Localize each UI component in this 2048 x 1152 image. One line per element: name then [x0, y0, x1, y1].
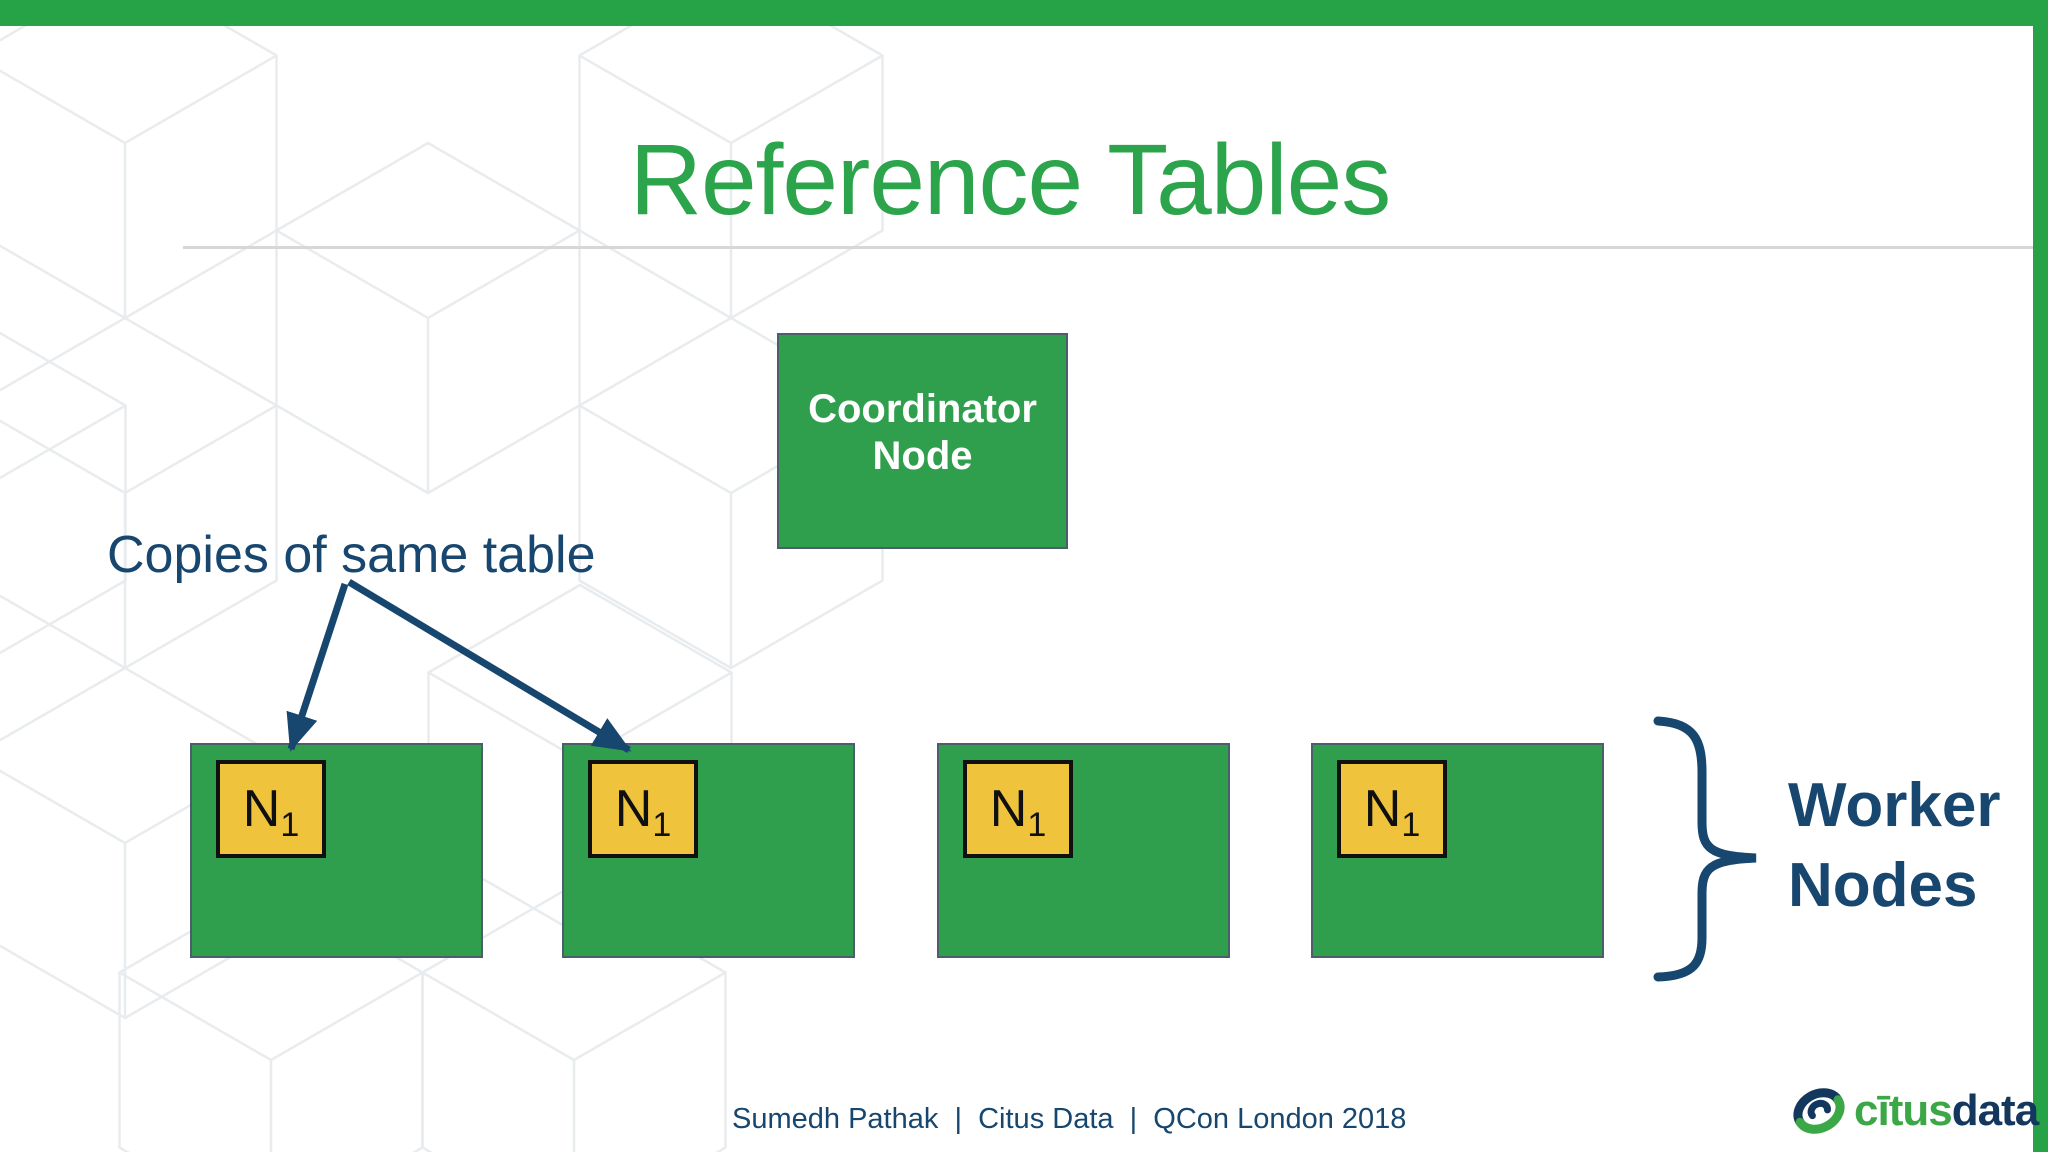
- citusdata-logo: cītusdata: [1790, 1082, 2039, 1140]
- worker-nodes-label-line2: Nodes: [1788, 851, 1978, 920]
- coordinator-label-line1: Coordinator: [808, 387, 1037, 431]
- worker-nodes-label: Worker Nodes: [1788, 766, 2001, 926]
- shard-label: N: [1363, 780, 1402, 838]
- top-accent-bar: [0, 0, 2048, 26]
- logo-text-citus: cītus: [1854, 1086, 1953, 1135]
- slide-title: Reference Tables: [629, 124, 1391, 236]
- shard-label-subscript: 1: [1401, 806, 1421, 844]
- citus-swirl-icon: [1793, 1088, 1845, 1134]
- shard-label-subscript: 1: [280, 806, 300, 844]
- shard-label: N: [614, 780, 653, 838]
- title-divider-line: [183, 246, 2033, 249]
- coordinator-node-box: Coordinator Node: [777, 333, 1068, 549]
- logo-text-data: data: [1951, 1086, 2039, 1135]
- right-accent-bar: [2033, 0, 2048, 1152]
- shard-label-subscript: 1: [1027, 806, 1047, 844]
- shard-label: N: [242, 780, 281, 838]
- shard-label: N: [989, 780, 1028, 838]
- shard-label-subscript: 1: [652, 806, 672, 844]
- footer-credit: Sumedh Pathak | Citus Data | QCon London…: [732, 1103, 1407, 1135]
- worker-nodes-label-line1: Worker: [1788, 771, 2001, 840]
- copies-annotation: Copies of same table: [107, 526, 596, 584]
- citusdata-wordmark: cītusdata: [1854, 1082, 2039, 1140]
- coordinator-label-line2: Node: [872, 434, 973, 478]
